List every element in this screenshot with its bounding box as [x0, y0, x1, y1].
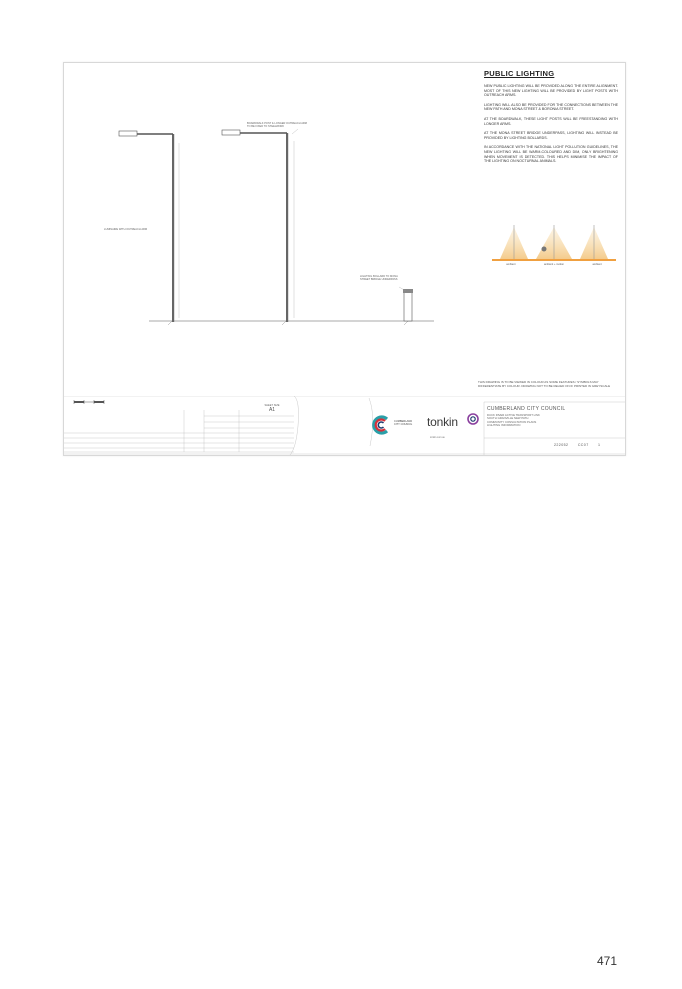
lamp-cone-2	[536, 225, 572, 259]
project-number: 222052	[554, 443, 569, 447]
caption-luminaire-arm: LUMINAIRE WITH OUTREACH ARM	[104, 228, 148, 231]
light-pole-2	[286, 133, 289, 322]
panel-paragraph: NEW PUBLIC LIGHTING WILL BE PROVIDED ALO…	[484, 84, 618, 98]
panel-paragraph: IN ACCORDANCE WITH THE NATIONAL LIGHT PO…	[484, 145, 618, 164]
panel-paragraph: LIGHTING WILL ALSO BE PROVIDED FOR THE C…	[484, 102, 618, 112]
sheet-size-value: A1	[268, 407, 276, 413]
panel-title: PUBLIC LIGHTING	[484, 69, 555, 78]
revision: 1	[598, 443, 601, 447]
illustration-label: ambient	[592, 263, 602, 266]
cumberland-logo-text: CUMBERLAND CITY COUNCIL	[394, 420, 413, 426]
page-number: 471	[597, 954, 618, 968]
lamp-cone-3	[580, 225, 608, 259]
tonkin-website: tonkin.com.au	[430, 436, 445, 439]
light-pole-1	[172, 134, 175, 322]
client-name: CUMBERLAND CITY COUNCIL	[487, 406, 566, 412]
lighting-elevation-drawing	[118, 128, 434, 326]
illustration-label: ambient + motion	[544, 263, 564, 266]
project-description: DUCK RIVER ACTIVE TRANSPORT LINK SOUTH G…	[487, 413, 540, 428]
colour-note: THIS DRAWING IS TO BE VIEWED IN COLOUR A…	[478, 380, 611, 388]
illustration-label: ambient	[506, 263, 516, 266]
drawing-number: 222052 CC07 1	[554, 443, 608, 447]
lamp-cone-1	[500, 225, 528, 259]
caption-bollard: LIGHTING BOLLARD TO MONA STREET BRIDGE U…	[360, 275, 398, 281]
tonkin-logo: tonkin	[427, 415, 458, 429]
public-lighting-panel: PUBLIC LIGHTING NEW PUBLIC LIGHTING WILL…	[482, 65, 620, 169]
title-block-frame	[64, 396, 625, 455]
lighting-illustration	[492, 225, 616, 261]
luminaire-2	[221, 129, 241, 136]
sheet-size-label: SHEET SIZE	[264, 404, 280, 407]
cumberland-logo-icon	[372, 415, 389, 435]
sheet-size: SHEET SIZE A1	[257, 404, 287, 413]
drawing-code: CC07	[577, 443, 589, 447]
panel-paragraph: AT THE MONA STREET BRIDGE UNDERPASS, LIG…	[484, 131, 618, 140]
illustration-labels: ambient ambient + motion ambient	[492, 263, 616, 266]
drawing-sheet: LUMINAIRE WITH OUTREACH ARM BOARDWALK PO…	[63, 62, 626, 456]
lighting-bollard	[403, 290, 413, 322]
caption-boardwalk-arm: BOARDWALK POST & LONGER OUTREACH ARM TO …	[247, 122, 307, 128]
tonkin-wordmark: tonkin	[427, 415, 458, 429]
luminaire-1	[118, 130, 138, 137]
panel-paragraph: AT THE BOARDWALK, THESE LIGHT POSTS WILL…	[484, 116, 618, 126]
tonkin-swirl-icon	[467, 413, 479, 425]
